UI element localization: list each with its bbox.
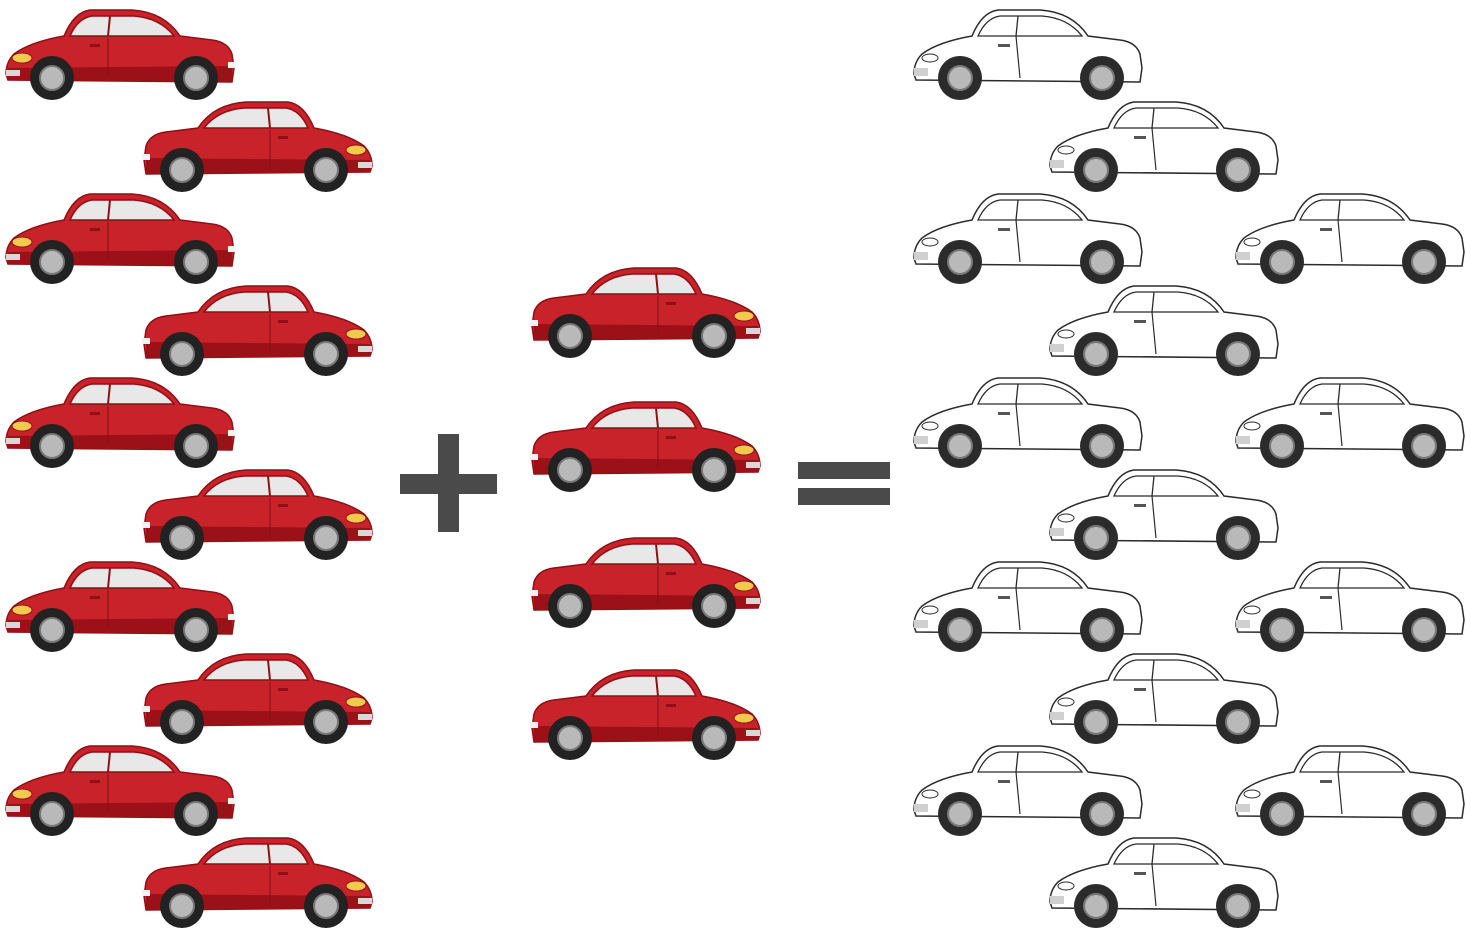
red-car [142,286,372,376]
white-car [1050,470,1278,560]
white-car [914,746,1142,836]
white-car [1050,286,1278,376]
white-car [914,194,1142,284]
equals-top-bar [798,462,890,479]
red-car [530,268,760,358]
red-car [6,562,236,652]
red-car [6,194,236,284]
white-car [1236,746,1464,836]
left-car-group [6,10,372,928]
plus-vertical-bar [438,434,459,532]
white-car [1236,194,1464,284]
result-car-group [914,10,1464,928]
red-car [6,10,236,100]
white-car [1050,654,1278,744]
white-car [914,562,1142,652]
equals-bottom-bar [798,488,890,505]
white-car [914,10,1142,100]
red-car [142,470,372,560]
white-car [1236,378,1464,468]
red-car [142,654,372,744]
white-car [914,378,1142,468]
red-car [530,538,760,628]
red-car [6,378,236,468]
red-car [6,746,236,836]
white-car [1236,562,1464,652]
red-car [530,402,760,492]
red-car [142,102,372,192]
middle-car-group [530,268,760,760]
red-car [142,838,372,928]
white-car [1050,102,1278,192]
white-car [1050,838,1278,928]
red-car [530,670,760,760]
